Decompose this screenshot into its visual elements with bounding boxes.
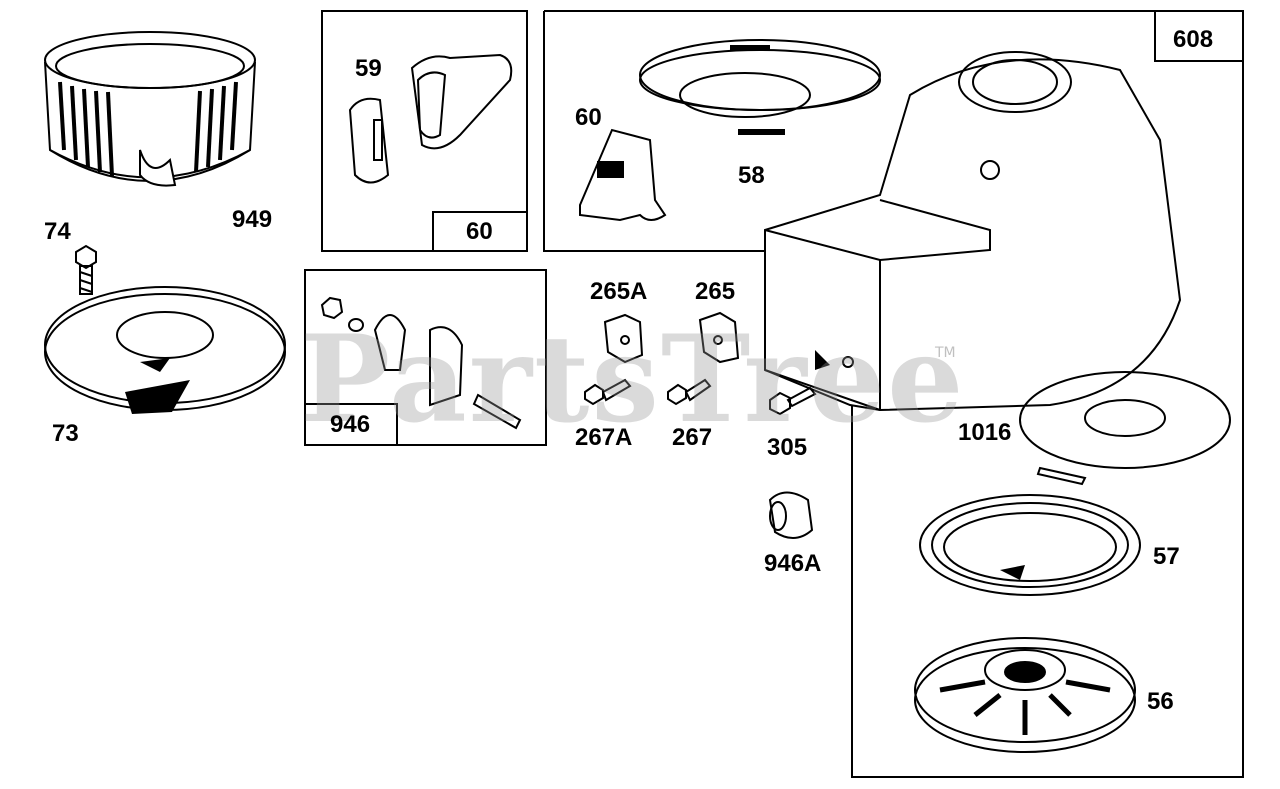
starter-rope-58 xyxy=(639,39,881,135)
label-1016: 1016 xyxy=(958,419,1012,446)
screw-267A xyxy=(584,378,632,406)
label-73: 73 xyxy=(52,420,79,447)
label-60-box: 60 xyxy=(466,218,493,245)
label-265A: 265A xyxy=(590,278,648,305)
box-handle-assembly xyxy=(321,10,528,252)
bolt-74 xyxy=(75,244,97,295)
label-267A: 267A xyxy=(575,424,633,451)
box-housing-608 xyxy=(543,10,1244,778)
box-label-60 xyxy=(432,211,528,252)
recoil-spring-57 xyxy=(919,466,1141,596)
starter-handle-60-box xyxy=(410,53,513,150)
label-946A: 946A xyxy=(764,550,822,577)
screw-305 xyxy=(769,386,817,416)
label-60: 60 xyxy=(575,104,602,131)
screen-plate-73 xyxy=(44,286,286,414)
label-949: 949 xyxy=(232,206,273,233)
bushing-946A xyxy=(768,491,814,539)
rotating-screen-part xyxy=(44,31,256,187)
label-56: 56 xyxy=(1147,688,1174,715)
label-59: 59 xyxy=(355,55,382,82)
label-57: 57 xyxy=(1153,543,1180,570)
screw-267 xyxy=(667,378,712,406)
label-267: 267 xyxy=(672,424,713,451)
label-265: 265 xyxy=(695,278,736,305)
clamp-265A xyxy=(603,313,644,364)
trademark-mark: TM xyxy=(935,345,956,361)
label-305: 305 xyxy=(767,434,808,461)
box-hardware-946 xyxy=(304,269,547,446)
partstree-watermark: PartsTree xyxy=(300,309,966,450)
label-946-box: 946 xyxy=(330,411,371,438)
label-58: 58 xyxy=(738,162,765,189)
blower-housing-608 xyxy=(764,51,1182,412)
washer-1016 xyxy=(1019,371,1231,469)
clamp-265 xyxy=(698,311,740,364)
nut-946 xyxy=(320,296,364,332)
starter-handle-60 xyxy=(579,128,667,222)
box-label-608 xyxy=(1154,10,1244,62)
label-74: 74 xyxy=(44,218,71,245)
box-label-946 xyxy=(304,403,398,446)
starter-pulley-56 xyxy=(914,637,1136,753)
handle-insert-59 xyxy=(348,97,390,184)
label-608: 608 xyxy=(1173,26,1214,53)
cable-clamp-946 xyxy=(373,314,522,430)
